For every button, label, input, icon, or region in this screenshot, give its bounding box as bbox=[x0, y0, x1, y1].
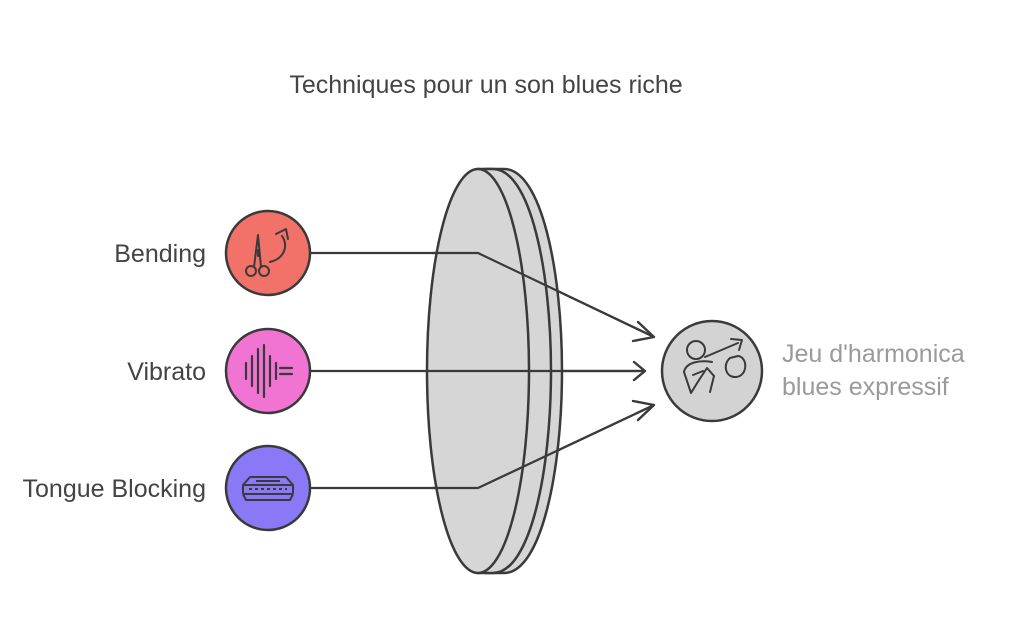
diagram-title: Techniques pour un son blues riche bbox=[289, 71, 682, 99]
scissors-arrow-icon bbox=[245, 228, 289, 277]
arrowhead-vibrato bbox=[632, 360, 647, 382]
technique-label-tongue-blocking: Tongue Blocking bbox=[23, 475, 206, 503]
technique-circle-vibrato bbox=[224, 327, 312, 415]
connector-bending-front bbox=[432, 251, 653, 337]
harmonica-player-icon bbox=[683, 338, 747, 394]
arrowheads bbox=[631, 320, 656, 422]
technique-label-vibrato: Vibrato bbox=[127, 358, 206, 386]
harmonica-icon bbox=[242, 476, 294, 501]
result-label-line2: blues expressif bbox=[782, 373, 949, 401]
technique-label-bending: Bending bbox=[114, 240, 206, 268]
connector-tongue-blocking-front bbox=[432, 405, 653, 490]
arrowhead-tongue-blocking bbox=[631, 399, 656, 422]
sound-wave-icon bbox=[244, 343, 294, 399]
arrowhead-bending bbox=[631, 320, 656, 343]
technique-circle-bending bbox=[224, 209, 312, 297]
result-circle bbox=[660, 319, 764, 423]
result-label-line1: Jeu d'harmonica bbox=[782, 340, 965, 368]
